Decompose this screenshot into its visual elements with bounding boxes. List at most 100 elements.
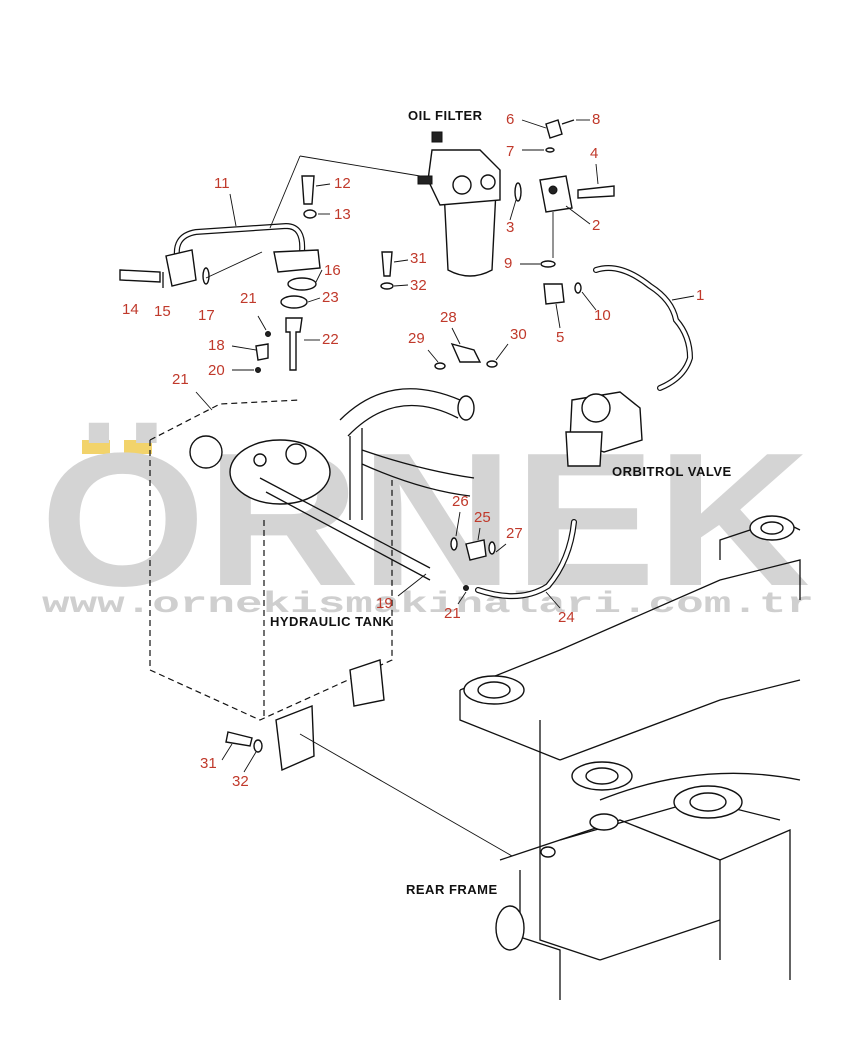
part-6-elbow — [545, 119, 563, 139]
callout-4: 4 — [590, 145, 598, 162]
callout-1: 1 — [696, 287, 704, 304]
part-10-oring — [574, 282, 582, 294]
part-25-fitting — [465, 539, 487, 561]
part-16-seal — [287, 277, 317, 291]
callout-11: 11 — [214, 175, 230, 192]
part-3-oring — [514, 182, 522, 202]
callout-31a: 31 — [410, 250, 427, 267]
filter-port — [452, 175, 472, 195]
filter-mount-bolt — [431, 131, 443, 143]
callout-21a: 21 — [240, 290, 257, 307]
frame-bore-5-inner — [760, 521, 784, 535]
part-28-elbow — [450, 342, 482, 363]
valve-block-group — [514, 119, 615, 305]
callout-26: 26 — [452, 493, 469, 510]
callout-3: 3 — [506, 219, 514, 236]
tank-cover — [229, 439, 331, 505]
part-31-bolt-top — [381, 251, 393, 277]
part-27-oring — [488, 541, 496, 555]
leader-17 — [205, 251, 263, 279]
leader-rear-frame — [299, 733, 513, 857]
callout-21b: 21 — [172, 371, 189, 388]
part-24-hose — [475, 519, 577, 600]
callout-27: 27 — [506, 525, 523, 542]
part-21-small-lower — [463, 585, 469, 591]
callout-14: 14 — [122, 301, 139, 318]
callout-30: 30 — [510, 326, 527, 343]
leader-filter-tube — [299, 155, 421, 177]
part-8-pin — [561, 119, 575, 125]
callouts: 1 2 3 4 5 6 7 8 9 10 11 12 13 14 15 16 1… — [122, 111, 704, 790]
frame-pin — [495, 905, 525, 951]
part-26-oring — [450, 537, 458, 551]
tank-mount — [349, 659, 385, 707]
part-32-washer-bottom — [253, 739, 263, 753]
tube-flange-left — [165, 249, 197, 287]
part-1-hose — [593, 265, 694, 391]
callout-12: 12 — [334, 175, 351, 192]
callout-15: 15 — [154, 303, 171, 320]
callout-21c: 21 — [444, 605, 461, 622]
oil-filter-assembly — [417, 131, 501, 277]
callout-25: 25 — [474, 509, 491, 526]
filter-side-bolt — [417, 175, 433, 185]
tank-filler — [189, 435, 223, 469]
callout-19: 19 — [376, 595, 393, 612]
callout-16: 16 — [324, 262, 341, 279]
tank-port — [285, 443, 307, 465]
part-5-fitting — [543, 283, 565, 305]
caption-oil-filter: OIL FILTER — [408, 108, 483, 123]
callout-31b: 31 — [200, 755, 217, 772]
callout-2: 2 — [592, 217, 600, 234]
part-23-seal — [280, 295, 308, 309]
callout-13: 13 — [334, 206, 351, 223]
frame-bore-4 — [589, 813, 619, 831]
frame-bore-1-inner — [477, 681, 511, 699]
callout-20: 20 — [208, 362, 225, 379]
part-32-washer-top — [380, 282, 394, 290]
watermark-accent-left — [82, 440, 110, 454]
part-14-bolt — [119, 269, 161, 283]
part-19-tube-2 — [265, 491, 431, 581]
leader-tube-down — [269, 155, 301, 229]
filter-port-2 — [480, 174, 496, 190]
rear-frame — [459, 515, 801, 1000]
frame-bore-2-inner — [585, 767, 619, 785]
caption-hydraulic-tank: HYDRAULIC TANK — [270, 614, 392, 629]
return-tube — [339, 388, 475, 520]
tube-flange-right — [273, 249, 321, 273]
tank-outline — [149, 440, 393, 721]
part-17-oring — [202, 267, 210, 285]
frame-bore-3-inner — [689, 792, 727, 812]
tank-boss — [253, 453, 267, 467]
watermark: ÖRNEK www.ornekismakinalari.com.tr — [40, 414, 814, 626]
part-19-tube — [259, 477, 431, 569]
callout-17: 17 — [198, 307, 215, 324]
hydraulic-tank — [149, 399, 393, 772]
orbitrol-valve — [565, 391, 643, 467]
callout-9: 9 — [504, 255, 512, 272]
oil-filter-canister — [443, 189, 497, 277]
callout-18: 18 — [208, 337, 225, 354]
part-29-oring — [434, 362, 446, 370]
callout-10: 10 — [594, 307, 611, 324]
callout-28: 28 — [440, 309, 457, 326]
part-30-oring — [486, 360, 498, 368]
watermark-accent-right — [124, 440, 152, 454]
caption-rear-frame: REAR FRAME — [406, 882, 498, 897]
part-11-tube — [165, 222, 321, 287]
part-22-strainer — [285, 317, 303, 371]
part-2-block — [539, 175, 573, 213]
callout-5: 5 — [556, 329, 564, 346]
callout-29: 29 — [408, 330, 425, 347]
return-tube-end — [457, 395, 475, 421]
callout-22: 22 — [322, 331, 339, 348]
callout-32b: 32 — [232, 773, 249, 790]
orbitrol-cap — [581, 393, 611, 423]
tank-lower-mount — [275, 704, 315, 772]
part-9-oring — [540, 260, 556, 268]
part-12-bolt — [301, 175, 315, 205]
orbitrol-shaft — [565, 431, 603, 467]
tank-top-edge — [149, 399, 301, 441]
